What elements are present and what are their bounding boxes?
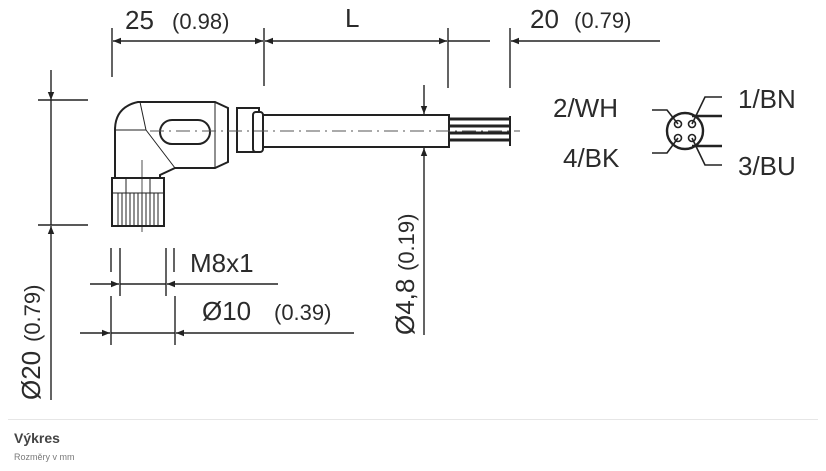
- dim-length-20: 20: [530, 4, 559, 34]
- pinout-diagram: [652, 96, 722, 166]
- thread-dimensions: [80, 248, 354, 345]
- dim-length-25-inch: (0.98): [172, 9, 229, 34]
- pin-label-2-wh: 2/WH: [553, 93, 618, 123]
- dim-nut-diameter: Ø10: [202, 296, 251, 326]
- dim-cable-diameter-inch: (0.19): [394, 214, 419, 271]
- pin-label-4-bk: 4/BK: [563, 143, 620, 173]
- divider: [8, 419, 818, 420]
- pin-label-1-bn: 1/BN: [738, 84, 796, 114]
- top-dimensions: [111, 28, 660, 88]
- technical-drawing: 25 (0.98) L 20 (0.79) Ø20 (0.79): [16, 3, 796, 400]
- pin-label-3-bu: 3/BU: [738, 151, 796, 181]
- dim-nut-diameter-inch: (0.39): [274, 300, 331, 325]
- dim-length-20-inch: (0.79): [574, 8, 631, 33]
- caption-subtitle: Rozměry v mm: [14, 452, 75, 462]
- dim-length-25: 25: [125, 5, 154, 35]
- dim-cable-diameter: Ø4,8: [390, 279, 420, 335]
- dim-thread-m8x1: M8x1: [190, 248, 254, 278]
- angled-connector: [111, 101, 264, 232]
- left-vertical-dimension: [38, 70, 88, 400]
- dim-diameter-20: Ø20: [16, 351, 46, 400]
- caption-title: Výkres: [14, 430, 60, 446]
- dim-diameter-20-inch: (0.79): [20, 285, 45, 342]
- dim-length-L: L: [345, 3, 359, 33]
